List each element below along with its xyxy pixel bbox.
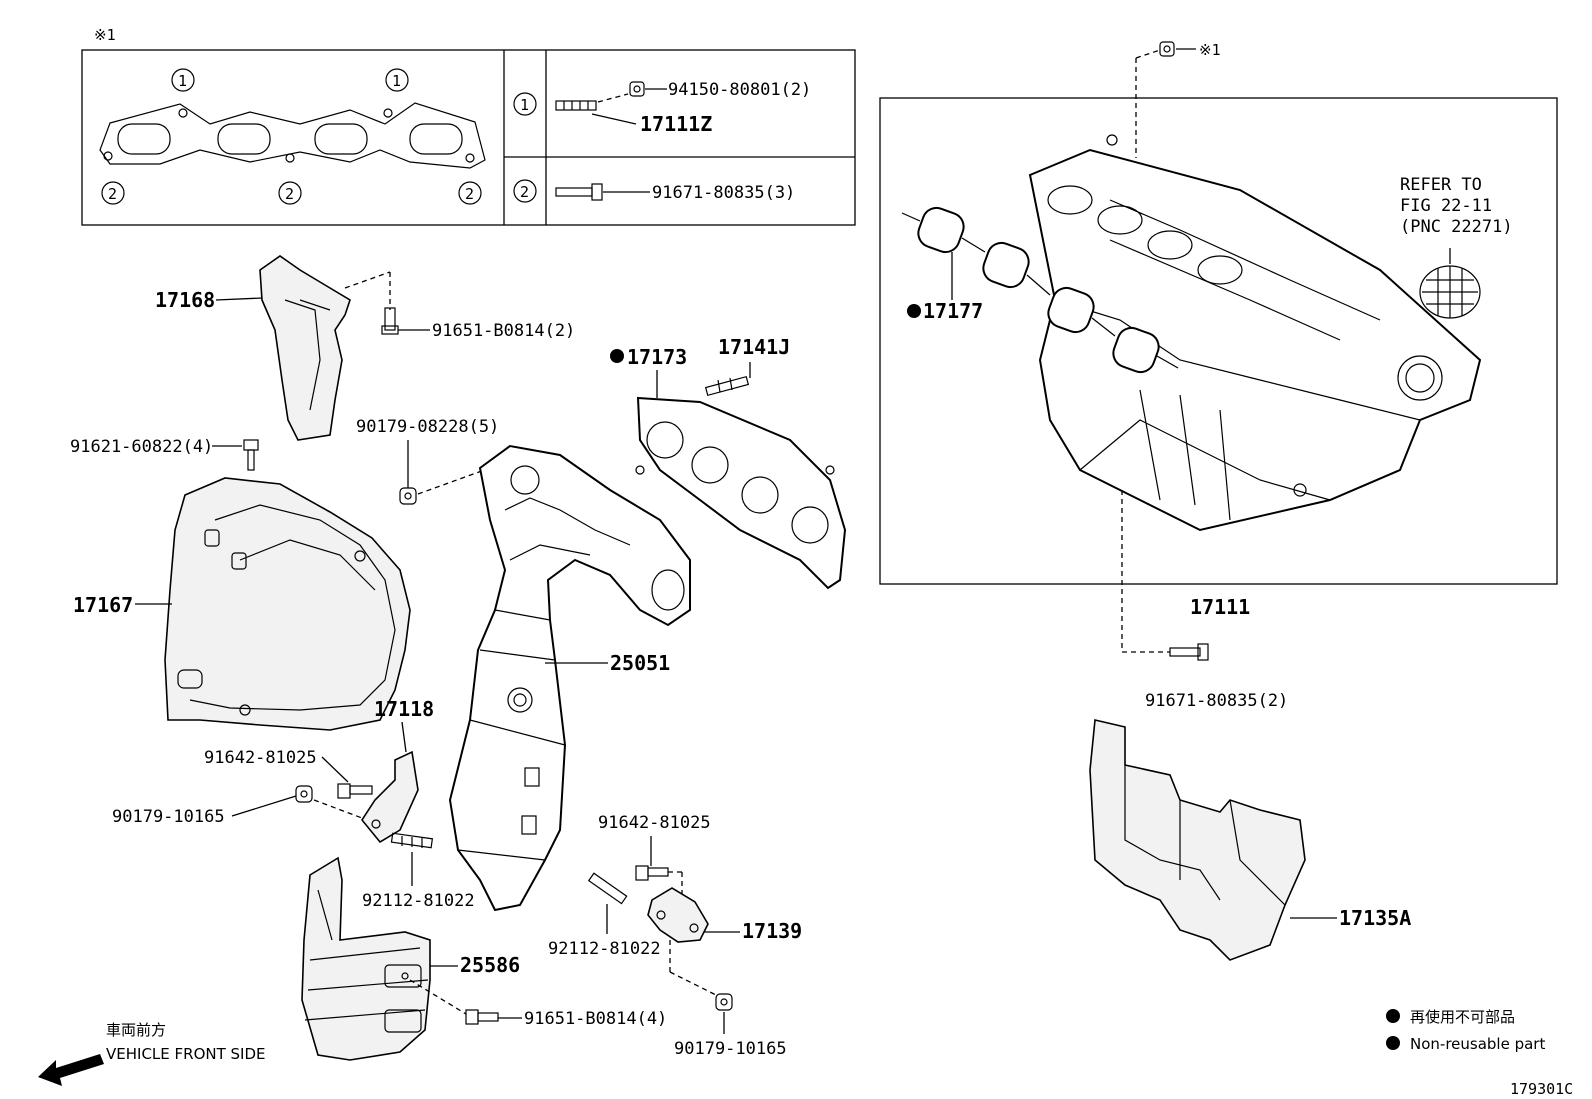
part-number-17177: 17177	[923, 299, 983, 323]
part-number-17168: 17168	[155, 288, 215, 312]
stud-92112-right: 92112-81022	[548, 872, 661, 959]
part-number-91671-80835-2: 91671-80835(2)	[1145, 691, 1288, 711]
bolt-91642-right: 91642-81025	[598, 813, 711, 902]
part-number-91642-81025-right: 91642-81025	[598, 813, 711, 833]
part-number-91621-60822: 91621-60822(4)	[70, 437, 213, 457]
part-number-90179-08228: 90179-08228(5)	[356, 417, 499, 437]
intake-bolt-icon	[1169, 643, 1209, 661]
figure-code: 179301C	[1510, 1080, 1573, 1098]
refer-note-line-3: (PNC 22271)	[1400, 217, 1513, 237]
non-reusable-marker	[907, 304, 921, 318]
insulator-bolt-icon	[381, 307, 399, 335]
exhaust-manifold-heat-insulator-17167: 17167	[73, 477, 411, 731]
part-number-17141j: 17141J	[718, 335, 790, 359]
svg-text:1: 1	[392, 72, 401, 90]
intake-manifold-drawing	[1028, 134, 1482, 532]
part-number-91651-b0814-2: 91651-B0814(2)	[432, 321, 575, 341]
intake-gasket-drawing	[901, 206, 1179, 374]
bracket-17139: 17139	[647, 887, 802, 997]
legend-marker	[1386, 1009, 1400, 1023]
svg-text:1: 1	[178, 72, 187, 90]
part-number-17139: 17139	[742, 919, 802, 943]
bolt-91642-left: 91642-81025	[204, 748, 373, 799]
lower-heat-insulator-25586: 25586 91651-B0814(4)	[301, 856, 667, 1061]
vehicle-front-direction: 車両前方 VEHICLE FRONT SIDE	[38, 1021, 266, 1086]
svg-text:1: 1	[520, 96, 529, 114]
legend: 再使用不可部品 Non-reusable part	[1386, 1008, 1545, 1053]
legend-label-en: Non-reusable part	[1410, 1035, 1545, 1053]
exhaust-manifold-converter-25051: 25051	[448, 444, 691, 912]
intake-manifold-group: ※1 REFER TO FIG 22-	[879, 41, 1558, 711]
part-number-90179-10165-left: 90179-10165	[112, 807, 225, 827]
part-number-91642-81025-left: 91642-81025	[204, 748, 317, 768]
nut-icon	[629, 81, 645, 97]
refer-note-line-1: REFER TO	[1400, 175, 1482, 195]
part-number-17118: 17118	[374, 697, 434, 721]
part-number-17167: 17167	[73, 593, 133, 617]
bolt-icon	[555, 183, 603, 201]
part-number-17173: 17173	[627, 345, 687, 369]
svg-text:2: 2	[520, 183, 529, 201]
non-reusable-marker	[610, 349, 624, 363]
svg-text:2: 2	[465, 185, 474, 203]
part-number-17135a: 17135A	[1339, 906, 1411, 930]
part-number-91671-80835-3: 91671-80835(3)	[652, 183, 795, 203]
bracket-17118: 17118	[361, 697, 434, 844]
part-number-17111: 17111	[1190, 595, 1250, 619]
row-1-marker: 1	[513, 92, 537, 116]
nut-90179-10165-right: 90179-10165	[674, 993, 787, 1059]
nut-90179-08228: 90179-08228(5)	[356, 417, 499, 505]
stud-bolt-icon	[555, 100, 597, 111]
part-number-25586: 25586	[460, 953, 520, 977]
top-nut-icon	[1159, 41, 1175, 57]
direction-label-jp: 車両前方	[106, 1021, 166, 1039]
arrow-left-icon	[38, 1054, 104, 1086]
direction-label-en: VEHICLE FRONT SIDE	[106, 1045, 266, 1063]
callout-2-bottom-middle: 2	[278, 181, 302, 205]
callout-1-top-right: 1	[385, 68, 409, 92]
exhaust-gasket-17173: 17173	[610, 345, 847, 590]
stud-92112-left: 92112-81022	[362, 832, 475, 911]
stud-17141j: 17141J	[704, 335, 790, 397]
part-number-94150-80801: 94150-80801(2)	[668, 80, 811, 100]
part-number-90179-10165-right: 90179-10165	[674, 1039, 787, 1059]
part-number-92112-81022-right: 92112-81022	[548, 939, 661, 959]
inset-note-mark: ※1	[94, 26, 116, 44]
callout-2-bottom-left: 2	[101, 181, 125, 205]
part-number-25051: 25051	[610, 651, 670, 675]
insulator-17135a: 17135A	[1089, 719, 1411, 961]
exhaust-gasket-drawing	[99, 102, 486, 169]
callout-1-top-left: 1	[171, 68, 195, 92]
svg-text:2: 2	[285, 185, 294, 203]
row-2-marker: 2	[513, 179, 537, 203]
callout-2-bottom-right: 2	[458, 181, 482, 205]
refer-note-line-2: FIG 22-11	[1400, 196, 1492, 216]
gasket-detail-inset: ※1 1 1 2	[81, 26, 856, 226]
svg-text:2: 2	[108, 185, 117, 203]
bolt-91621: 91621-60822(4)	[70, 437, 259, 471]
legend-label-jp: 再使用不可部品	[1410, 1008, 1515, 1026]
upper-heat-insulator-17168: 17168 91651-B0814(2)	[155, 255, 575, 441]
intake-note-mark: ※1	[1199, 41, 1221, 59]
mesh-filter-icon	[1419, 265, 1481, 319]
part-number-17111z: 17111Z	[640, 112, 712, 136]
part-number-92112-81022-left: 92112-81022	[362, 891, 475, 911]
part-number-91651-b0814-4: 91651-B0814(4)	[524, 1009, 667, 1029]
nut-90179-10165-left: 90179-10165	[112, 785, 363, 827]
